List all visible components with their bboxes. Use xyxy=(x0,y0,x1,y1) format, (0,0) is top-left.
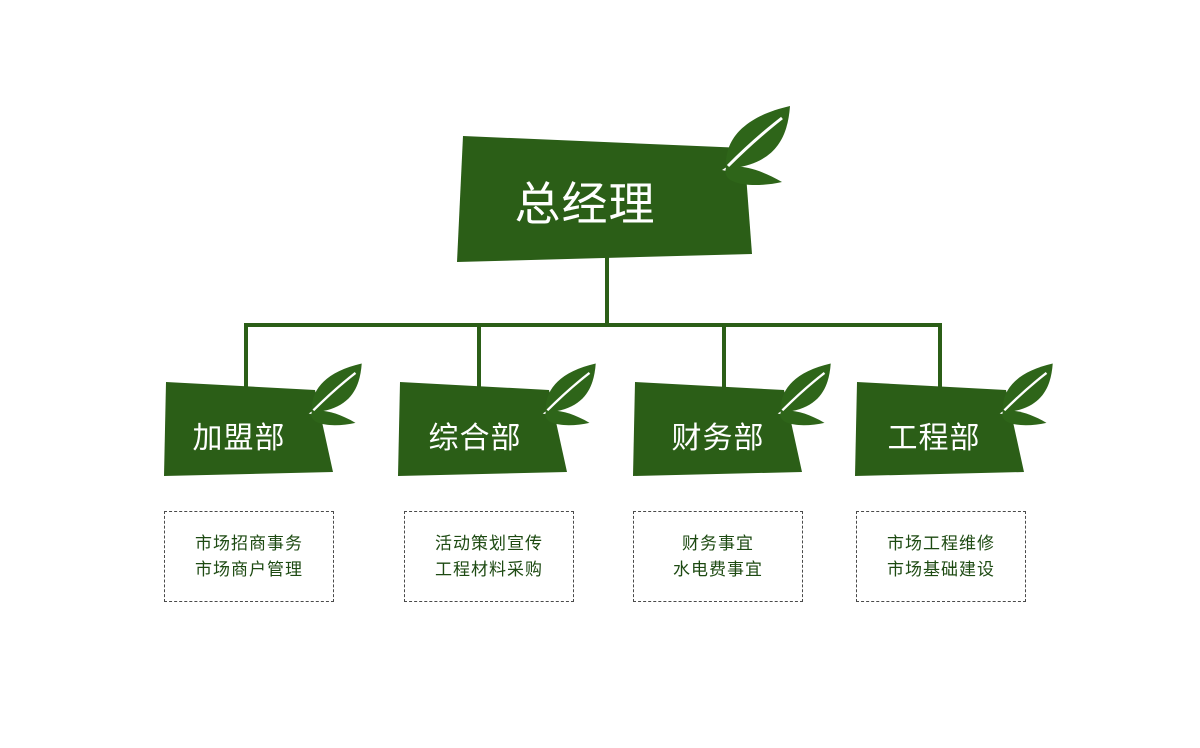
leaf-icon xyxy=(308,363,362,426)
dept-title: 加盟部 xyxy=(192,421,286,456)
dept-title: 财务部 xyxy=(671,421,765,456)
dept-node-shape xyxy=(633,382,802,476)
dept-title: 综合部 xyxy=(428,421,522,456)
duty-item: 市场基础建设 xyxy=(887,559,995,580)
dept-duties-box: 市场招商事务 市场商户管理 xyxy=(164,511,334,602)
duty-item: 市场工程维修 xyxy=(887,533,995,554)
leaf-icon xyxy=(542,363,596,426)
dept-title: 工程部 xyxy=(887,421,981,456)
duty-item: 活动策划宣传 xyxy=(435,533,543,554)
dept-duties-box: 财务事宜 水电费事宜 xyxy=(633,511,803,602)
leaf-icon xyxy=(722,106,790,186)
dept-node-shape xyxy=(855,382,1024,476)
duty-item: 工程材料采购 xyxy=(435,559,543,580)
duty-item: 水电费事宜 xyxy=(673,559,763,580)
dept-node-shape xyxy=(398,382,567,476)
dept-duties-box: 活动策划宣传 工程材料采购 xyxy=(404,511,574,602)
top-node-title: 总经理 xyxy=(514,177,656,231)
leaf-icon xyxy=(999,363,1053,426)
dept-node-shape xyxy=(164,382,333,476)
top-node-shape xyxy=(457,136,752,262)
dept-duties-box: 市场工程维修 市场基础建设 xyxy=(856,511,1026,602)
duty-item: 财务事宜 xyxy=(682,533,754,554)
leaf-icon xyxy=(777,363,831,426)
duty-item: 市场商户管理 xyxy=(195,559,303,580)
duty-item: 市场招商事务 xyxy=(195,533,303,554)
